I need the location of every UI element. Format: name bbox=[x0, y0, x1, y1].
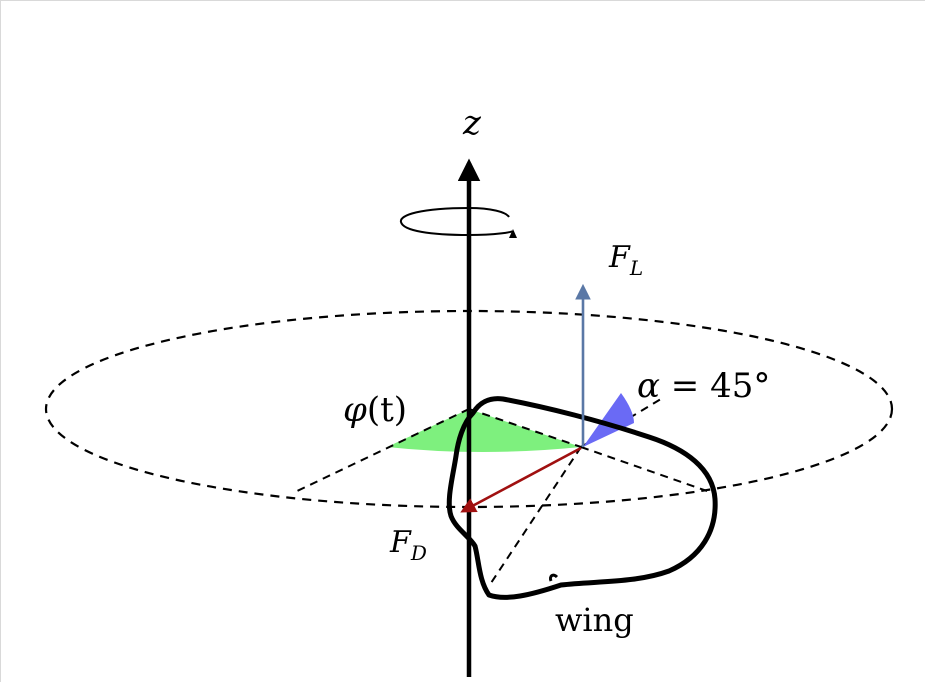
dashed-radius-left bbox=[292, 408, 470, 494]
lift-force-label: FL bbox=[608, 240, 643, 280]
wing-outline bbox=[446, 396, 718, 600]
sweep-angle-label: φ(t) bbox=[343, 390, 407, 430]
rotation-indicator-icon bbox=[399, 207, 517, 239]
angle-of-attack-label: α = 45° bbox=[637, 366, 770, 406]
drag-force-label: FD bbox=[389, 525, 427, 565]
rotation-indicator-top bbox=[468, 207, 510, 218]
sweep-angle-wedge bbox=[387, 409, 581, 452]
z-axis-label: z bbox=[462, 103, 482, 143]
angle-of-attack-wedge bbox=[583, 393, 634, 447]
wing-label: wing bbox=[555, 601, 634, 639]
dashed-span-line bbox=[490, 446, 582, 584]
dashed-radius-right bbox=[468, 408, 582, 448]
wing-notch bbox=[549, 573, 559, 582]
drag-force-arrow bbox=[460, 446, 582, 513]
